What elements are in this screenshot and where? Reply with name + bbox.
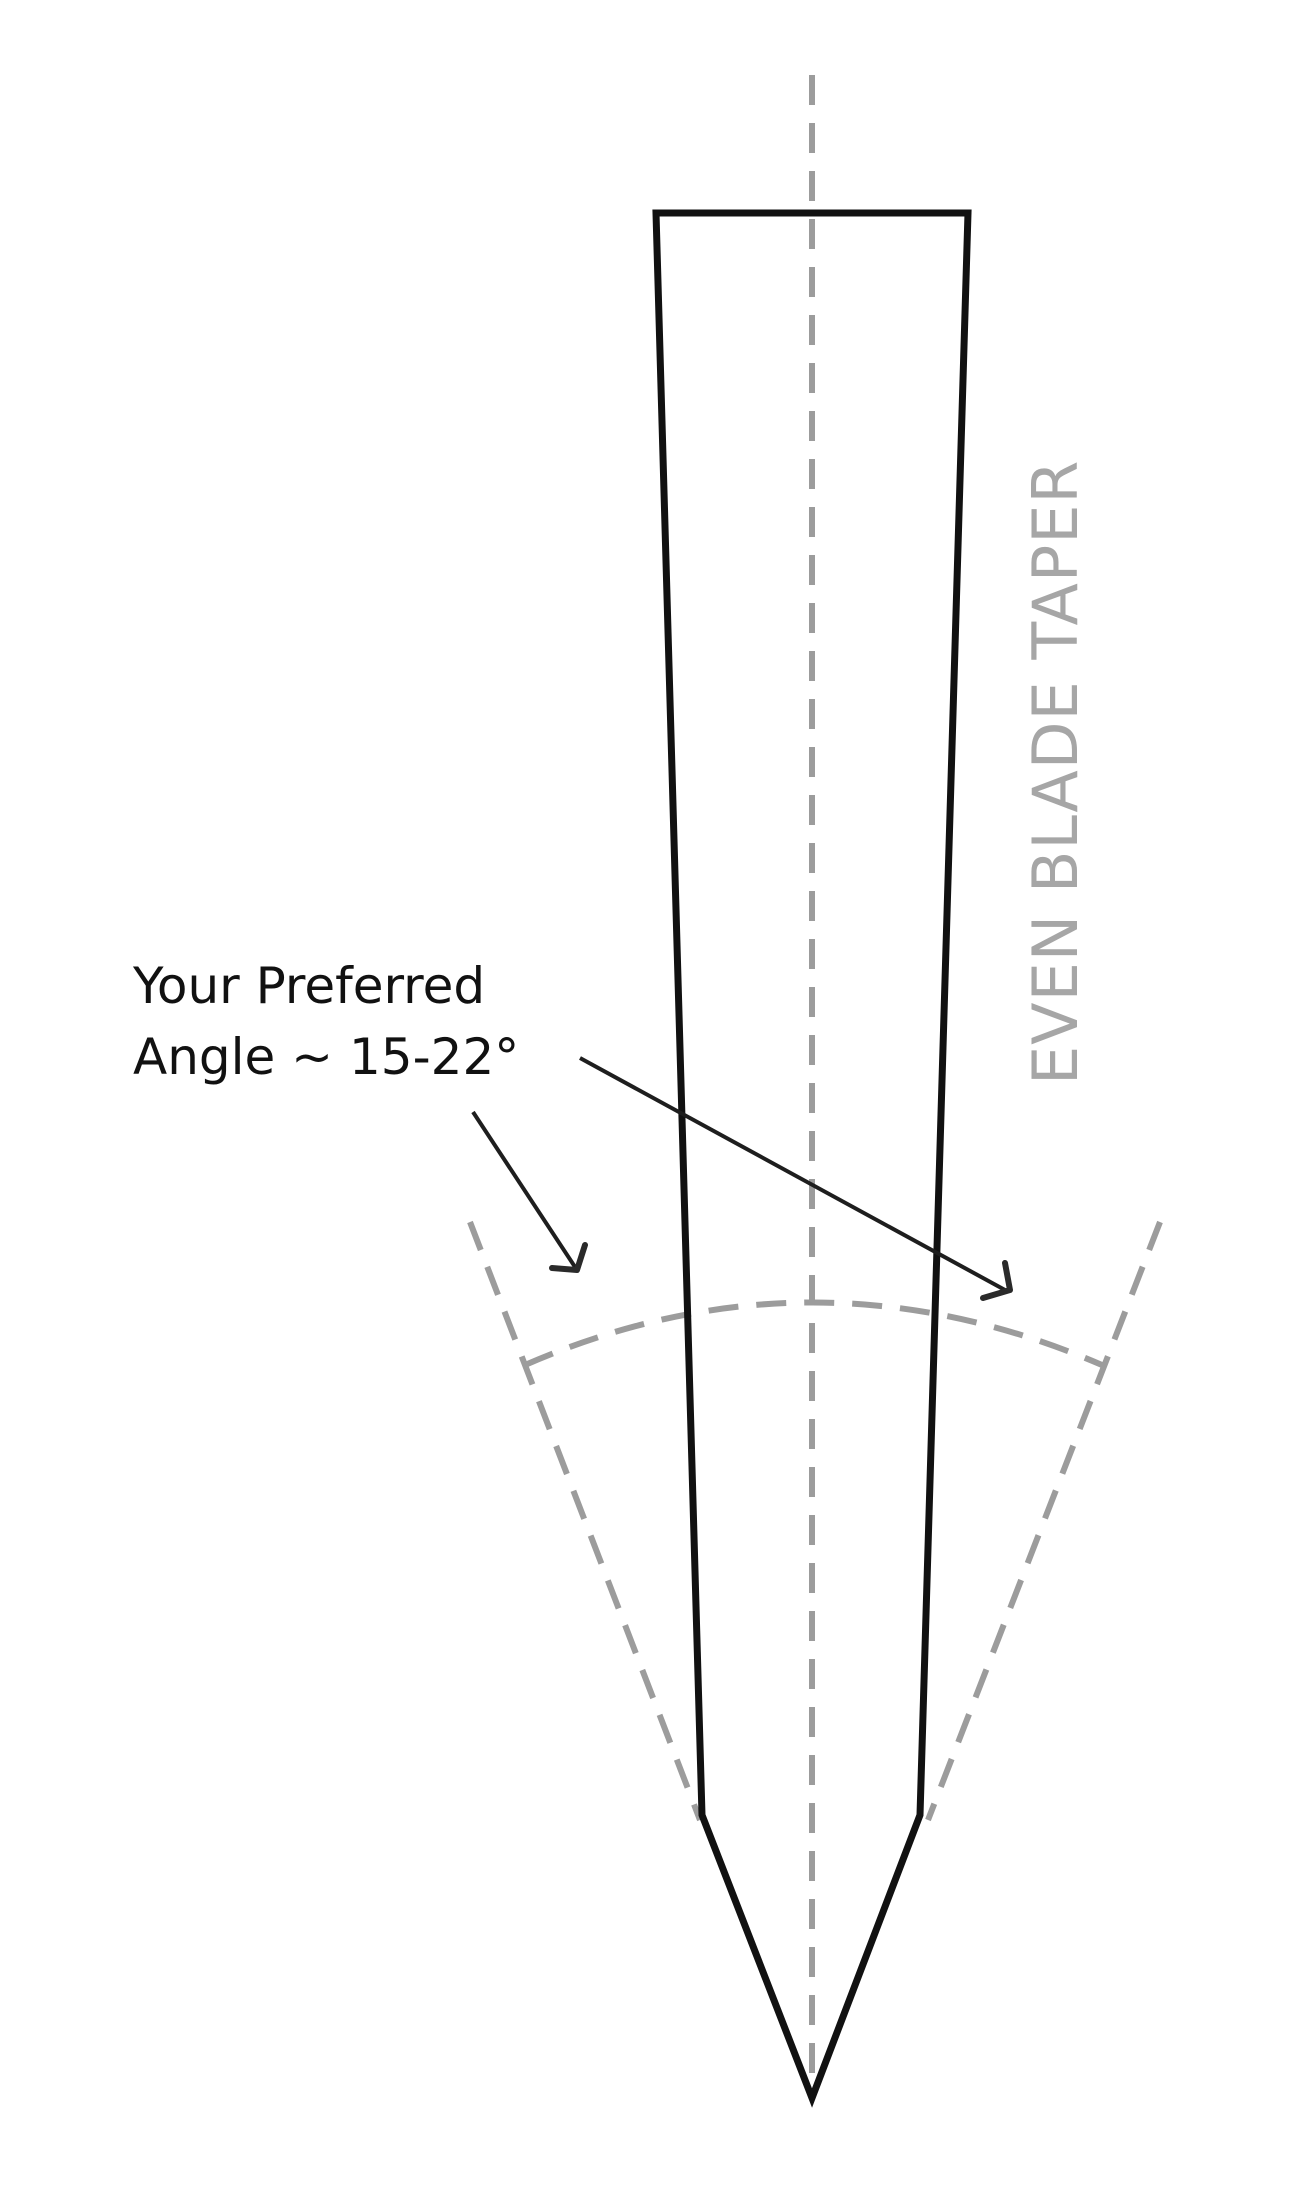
angle-arc xyxy=(523,1299,1104,1368)
right-arrow-head xyxy=(980,1260,1013,1301)
angle-label-line-1: Your Preferred xyxy=(132,957,485,1015)
angle-label-line-2: Angle ~ 15-22° xyxy=(133,1028,519,1086)
blade-outline xyxy=(652,209,972,2108)
right-arrow-line xyxy=(579,1056,1006,1292)
left-angle-guide xyxy=(467,1220,703,1822)
left-arrow-head xyxy=(549,1242,588,1273)
taper-label: EVEN BLADE TAPER xyxy=(1019,460,1092,1086)
right-angle-guide xyxy=(925,1220,1163,1822)
left-arrow-line xyxy=(471,1110,579,1272)
